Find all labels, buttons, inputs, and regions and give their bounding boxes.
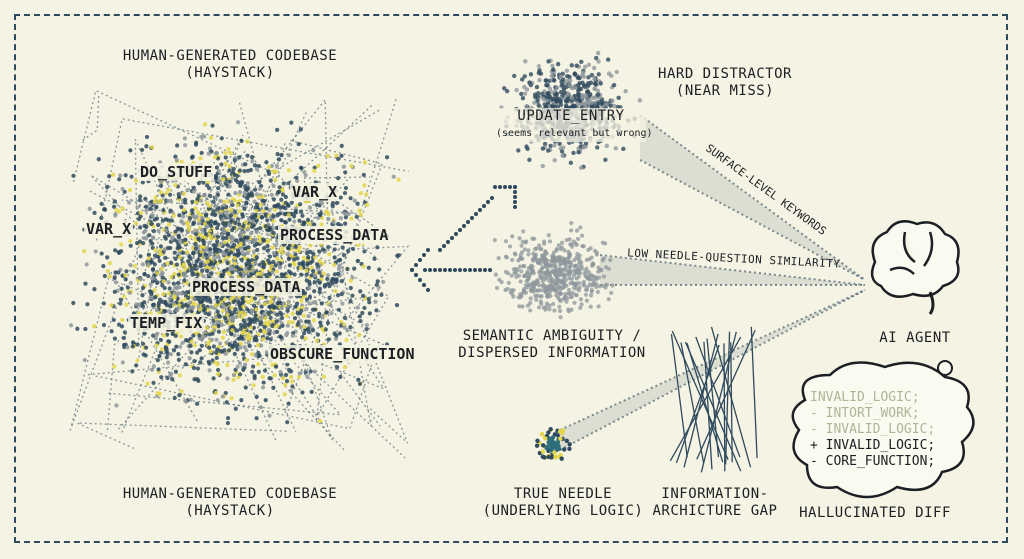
hallucinated-diff-lines: INVALID_LOGIC; - INTORT_WORK; - INVALID_… [810, 390, 935, 470]
hallucinated-diff-caption: HALLUCINATED DIFF [799, 505, 951, 521]
brain-stem [928, 291, 935, 315]
diff-line: - INVALID_LOGIC; [810, 422, 936, 437]
surface-beam [640, 115, 865, 280]
diff-line: - CORE_FUNCTION; [810, 454, 936, 469]
distractor-note: (seems relevant but wrong) [496, 128, 653, 139]
information-gap-lines [669, 326, 758, 473]
identifier-var-x: VAR_X [84, 220, 134, 238]
diff-line: - INTORT_WORK; [810, 406, 920, 421]
haystack-title-line: (HAYSTACK) [185, 503, 275, 519]
identifier-process-data: PROCESS_DATA [278, 226, 391, 244]
dashed-frame [14, 14, 1008, 543]
thought-bubble [791, 361, 975, 499]
true-needle-label: TRUE NEEDLE (UNDERLYING LOGIC) [478, 486, 648, 520]
identifier-do-stuff: DO_STUFF [138, 163, 215, 181]
haystack-title-line: (HAYSTACK) [185, 65, 275, 81]
label-line: ARCHICTURE GAP [652, 503, 778, 519]
label-line: TRUE NEEDLE [513, 486, 613, 502]
title-line: (NEAR MISS) [675, 83, 775, 99]
ambiguity-label: SEMANTIC AMBIGUITY / DISPERSED INFORMATI… [452, 328, 652, 362]
distractor-label: UPDATE_ENTRY (seems relevant but wrong) [496, 108, 653, 142]
label-line: SEMANTIC AMBIGUITY / [462, 328, 642, 344]
needle-beam-edge [559, 289, 866, 431]
identifier-temp-fix: TEMP_FIX [128, 314, 205, 332]
label-line: (UNDERLYING LOGIC) [482, 503, 644, 519]
haystack-title-top: HUMAN-GENERATED CODEBASE (HAYSTACK) [110, 48, 350, 82]
identifier-obscure-function: OBSCURE_FUNCTION [268, 345, 417, 363]
title-line: HARD DISTRACTOR [658, 66, 792, 82]
haystack-title-bottom: HUMAN-GENERATED CODEBASE (HAYSTACK) [110, 486, 350, 520]
hard-distractor-title: HARD DISTRACTOR (NEAR MISS) [650, 66, 800, 100]
ai-agent-label: AI AGENT [879, 330, 951, 346]
label-line: DISPERSED INFORMATION [458, 345, 646, 361]
ambiguity-cluster [492, 220, 615, 320]
diff-line: + INVALID_LOGIC; [810, 438, 936, 453]
diff-line: INVALID_LOGIC; [810, 390, 920, 405]
haystack-cloud [68, 89, 410, 459]
distractor-name: UPDATE_ENTRY [517, 108, 625, 124]
identifier-var-x: VAR_X [290, 183, 340, 201]
thought-bubble-dot [937, 360, 953, 376]
haystack-title-line: HUMAN-GENERATED CODEBASE [122, 486, 338, 502]
surface-beam-edge [639, 114, 866, 281]
true-needle [534, 427, 572, 461]
arrows [410, 185, 517, 292]
label-line: INFORMATION- [661, 486, 769, 502]
haystack-title-line: HUMAN-GENERATED CODEBASE [122, 48, 338, 64]
info-gap-label: INFORMATION- ARCHICTURE GAP [645, 486, 785, 520]
identifier-process-data: PROCESS_DATA [190, 278, 303, 296]
brain-icon [870, 220, 960, 298]
